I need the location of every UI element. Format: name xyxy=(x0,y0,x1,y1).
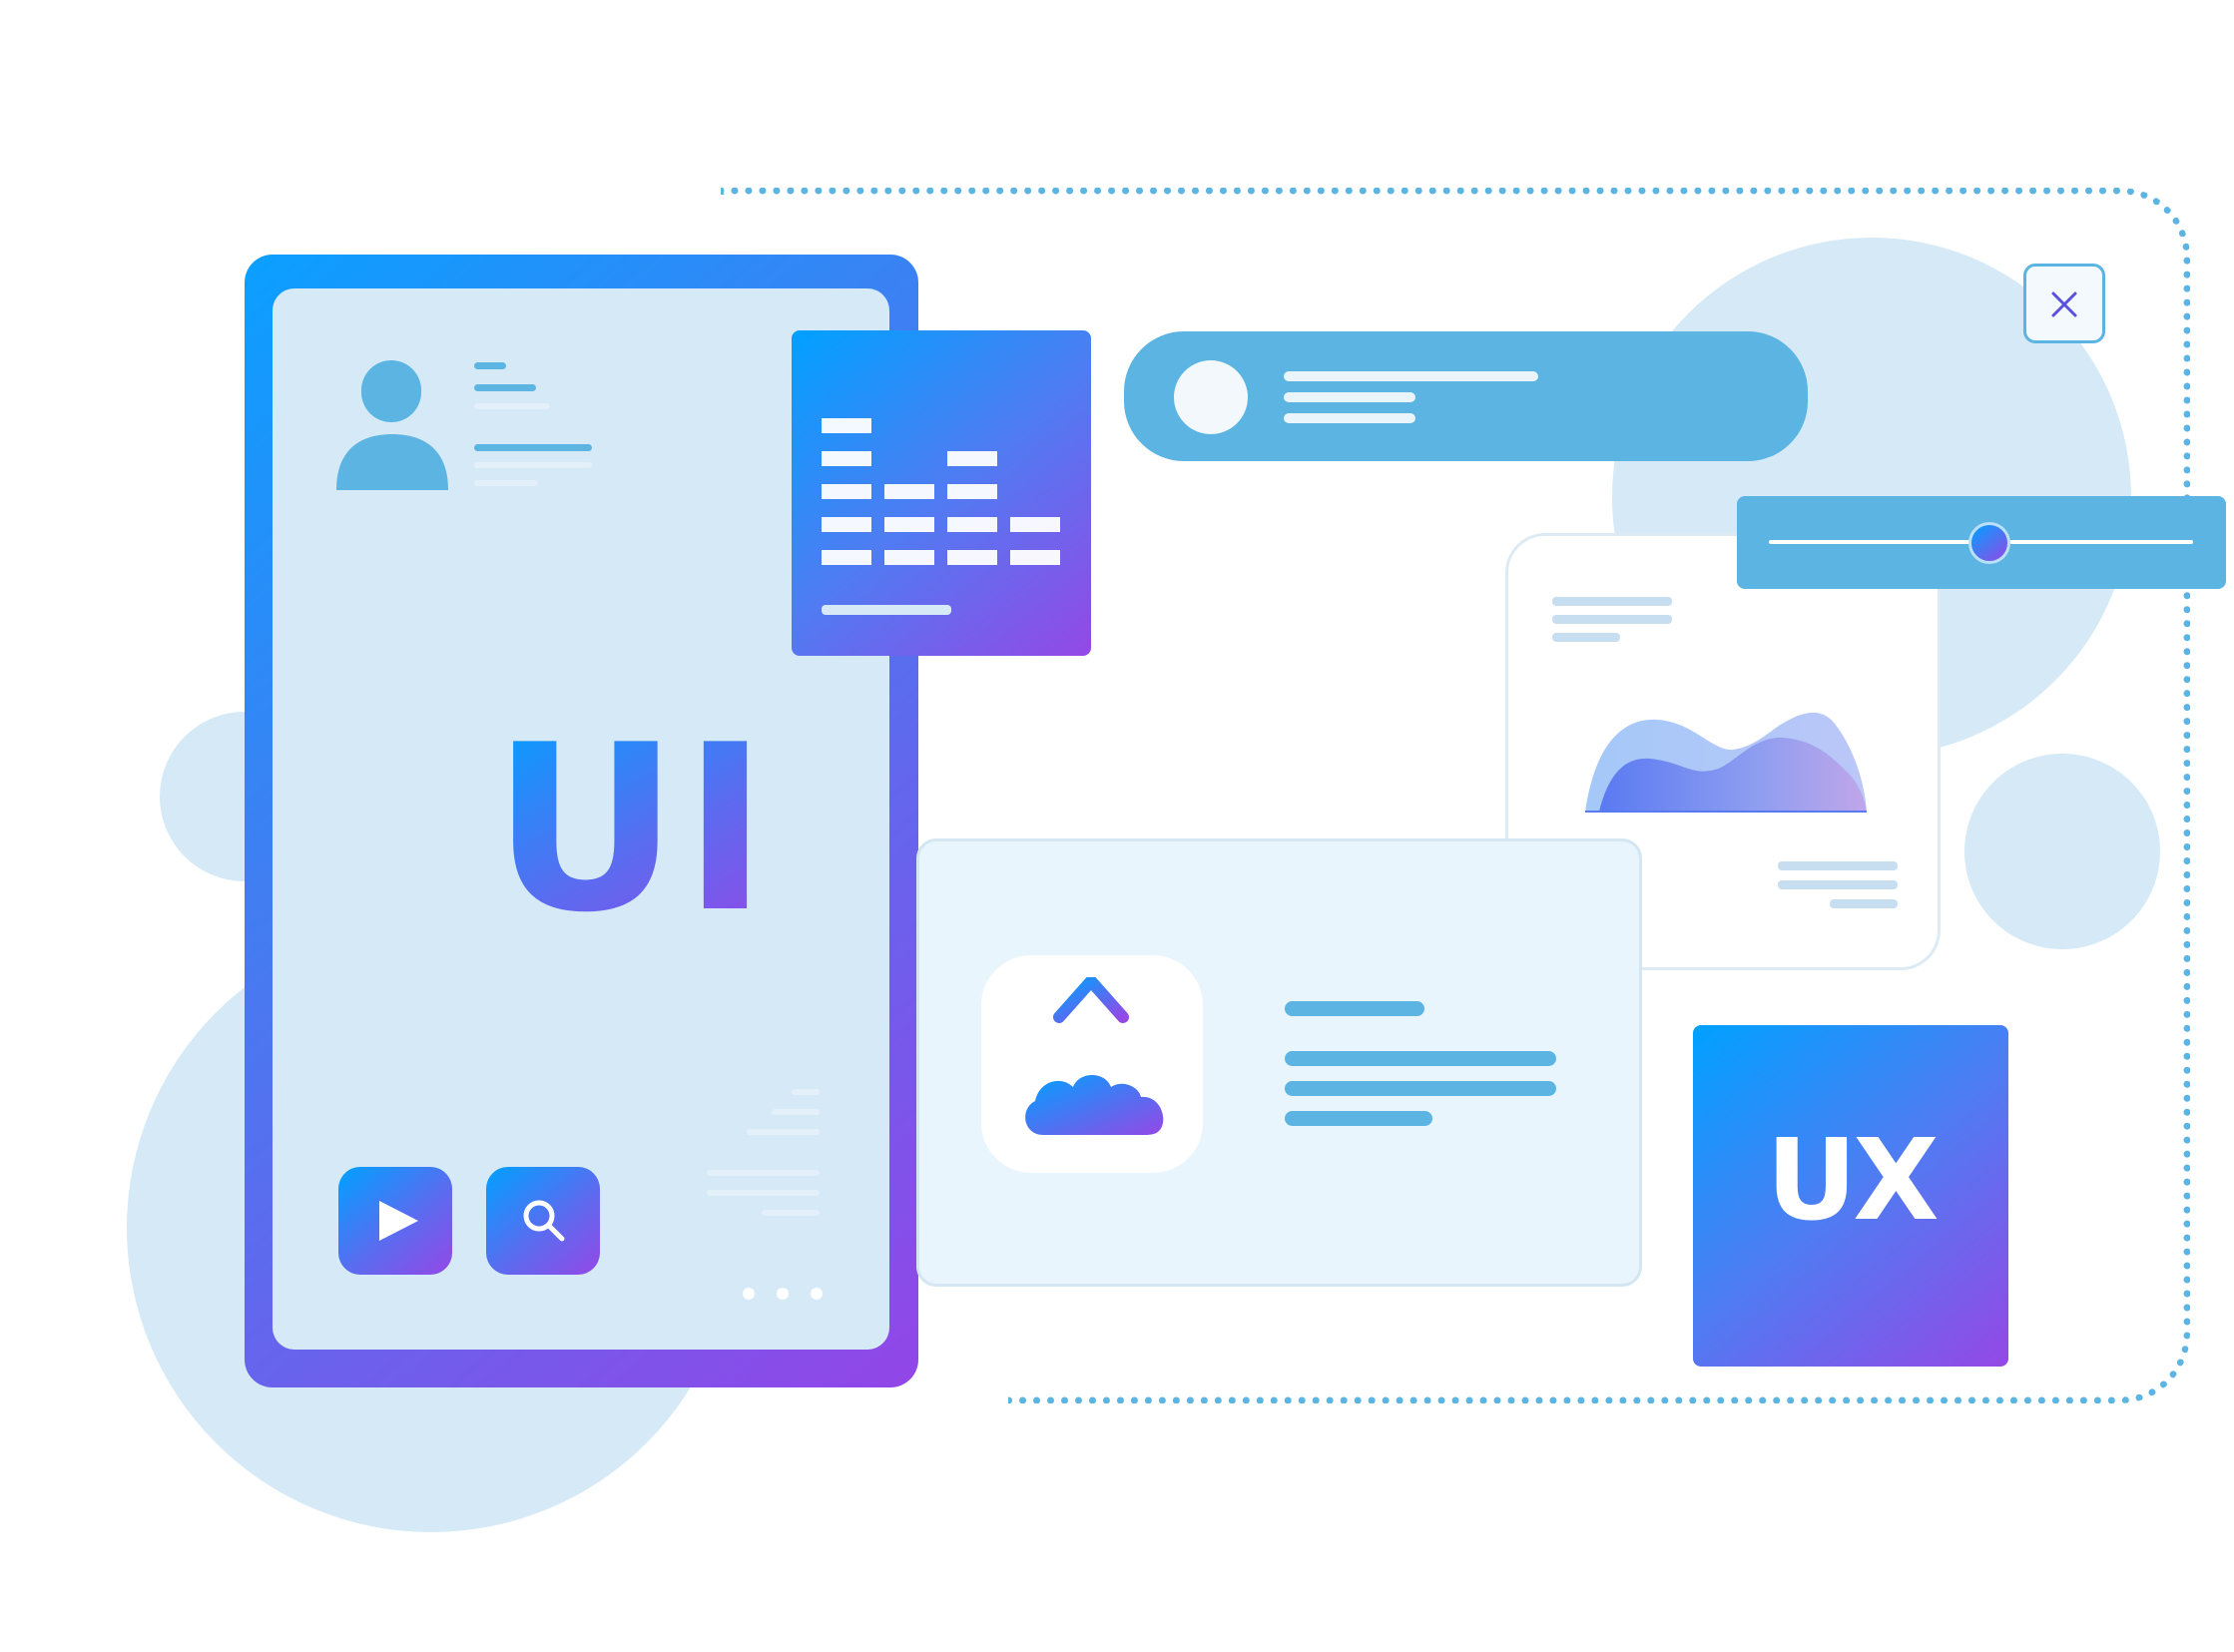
chart-text-line-1 xyxy=(1552,597,1672,606)
profile-line-2 xyxy=(474,384,536,391)
upload-desc-line-1 xyxy=(1285,1051,1556,1066)
eq-bar xyxy=(947,484,997,499)
chart-caption-line-1 xyxy=(1778,861,1898,870)
play-button[interactable] xyxy=(338,1167,452,1275)
profile-line-5 xyxy=(474,462,592,468)
page-dot-1[interactable] xyxy=(743,1288,755,1300)
faint-line-3 xyxy=(747,1129,820,1135)
notification-pill[interactable] xyxy=(1124,331,1808,461)
user-avatar-icon xyxy=(336,360,448,490)
search-button[interactable] xyxy=(486,1167,600,1275)
upload-card[interactable] xyxy=(916,838,1642,1287)
eq-bar xyxy=(822,517,871,532)
dashed-frame-gap xyxy=(721,1392,1008,1406)
page-dot-3[interactable] xyxy=(811,1288,823,1300)
eq-bar xyxy=(1010,550,1060,565)
eq-bar xyxy=(884,550,934,565)
search-icon xyxy=(523,1200,565,1242)
close-button[interactable] xyxy=(2023,264,2105,343)
profile-line-3 xyxy=(474,403,550,409)
play-icon xyxy=(379,1201,418,1241)
faint-line-2 xyxy=(772,1109,820,1115)
eq-bar xyxy=(822,550,871,565)
close-icon xyxy=(2051,291,2077,317)
eq-bar xyxy=(947,451,997,466)
pill-line-2 xyxy=(1284,392,1415,402)
chart-caption-line-3 xyxy=(1830,899,1898,908)
eq-bar xyxy=(947,517,997,532)
faint-line-5 xyxy=(707,1190,820,1196)
upload-desc-line-2 xyxy=(1285,1081,1556,1096)
eq-bar xyxy=(822,451,871,466)
profile-line-6 xyxy=(474,480,538,486)
profile-line-1 xyxy=(474,362,506,369)
equalizer-card xyxy=(792,330,1091,656)
dashed-frame xyxy=(721,188,2190,1403)
faint-line-4 xyxy=(707,1170,820,1176)
pill-avatar-icon xyxy=(1174,360,1248,434)
eq-caption-line xyxy=(822,605,951,615)
area-chart-graphic xyxy=(1585,712,1867,813)
background-circle-right xyxy=(1964,754,2160,949)
profile-line-4 xyxy=(474,444,592,451)
phone-mockup: UI xyxy=(245,255,918,1387)
slider-thumb[interactable] xyxy=(1968,522,2010,564)
chart-text-line-3 xyxy=(1552,633,1620,642)
cloud-upload-icon xyxy=(1025,977,1164,1135)
chart-caption-line-2 xyxy=(1778,880,1898,889)
phone-screen: UI xyxy=(273,288,889,1350)
eq-bar xyxy=(947,550,997,565)
page-dot-2[interactable] xyxy=(777,1288,789,1300)
ux-label: UX xyxy=(1766,1116,1939,1246)
upload-tile[interactable] xyxy=(981,955,1203,1173)
eq-bar xyxy=(822,484,871,499)
eq-bar xyxy=(1010,517,1060,532)
ux-card: UX xyxy=(1693,1025,2008,1367)
ui-label: UI xyxy=(492,697,773,963)
eq-bar xyxy=(822,418,871,433)
pill-line-1 xyxy=(1284,371,1538,381)
eq-bar xyxy=(884,517,934,532)
upload-desc-line-3 xyxy=(1285,1111,1432,1126)
chart-text-line-2 xyxy=(1552,615,1672,624)
faint-line-1 xyxy=(792,1089,820,1095)
faint-line-6 xyxy=(762,1210,820,1216)
eq-bar xyxy=(884,484,934,499)
upload-title-line xyxy=(1285,1001,1424,1016)
slider-control[interactable] xyxy=(1737,496,2226,589)
pill-line-3 xyxy=(1284,413,1415,423)
